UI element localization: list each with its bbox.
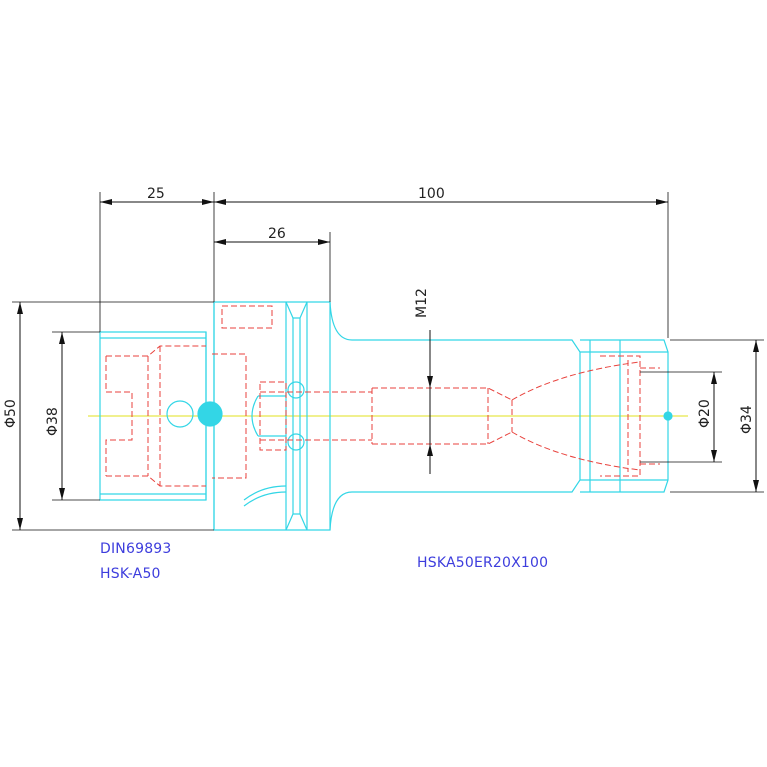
dim-d20-text: Φ20 <box>697 399 713 428</box>
dim-m12-text: M12 <box>414 288 430 318</box>
dim-d34-text: Φ34 <box>739 405 755 434</box>
dim-d50-text: Φ50 <box>3 399 19 428</box>
dimension-flange-diameter: Φ50 <box>3 301 214 531</box>
dimension-overall-length: 100 <box>214 186 669 338</box>
tool-outline <box>99 301 673 531</box>
type-label: HSK-A50 <box>100 566 161 582</box>
dimension-flange-length: 26 <box>214 226 331 302</box>
dimension-collet-diameter: Φ20 <box>640 371 722 463</box>
dimension-thread: M12 <box>414 288 433 474</box>
dim-100-text: 100 <box>418 186 445 202</box>
dimension-taper-length: 25 <box>99 186 215 332</box>
dim-25-text: 25 <box>147 186 165 202</box>
standard-label: DIN69893 <box>100 541 172 557</box>
dimension-nose-diameter: Φ34 <box>670 339 764 493</box>
part-number-label: HSKA50ER20X100 <box>417 555 549 571</box>
hidden-lines <box>105 305 660 487</box>
dimension-taper-diameter: Φ38 <box>45 331 100 501</box>
dim-d38-text: Φ38 <box>45 407 61 436</box>
dim-26-text: 26 <box>268 226 286 242</box>
